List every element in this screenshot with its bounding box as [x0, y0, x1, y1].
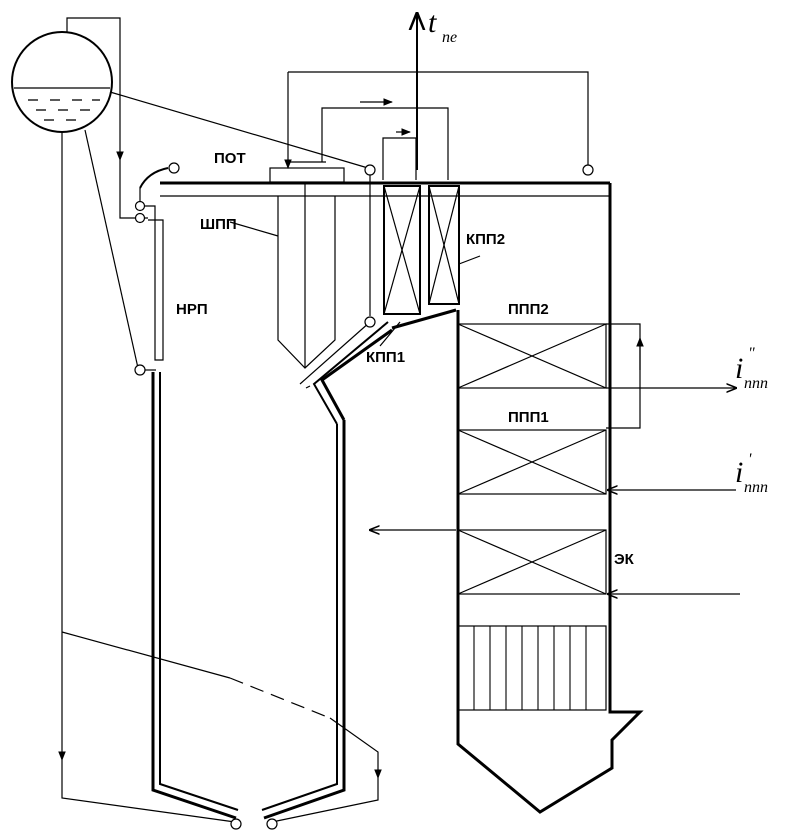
label-shpp: ШПП: [200, 216, 237, 233]
svg-text:': ': [748, 451, 752, 468]
svg-text:t: t: [428, 6, 437, 39]
svg-text:": ": [748, 345, 755, 362]
label-nrp: НРП: [176, 301, 208, 318]
label-kpp2: КПП2: [466, 231, 505, 248]
svg-text:ппп: ппп: [744, 479, 768, 496]
steam-lines: [288, 14, 594, 328]
svg-text:i: i: [735, 456, 743, 489]
svg-text:ппп: ппп: [744, 375, 768, 392]
bottom-headers: [230, 818, 278, 830]
svg-text:пе: пе: [442, 29, 457, 46]
svg-text:i: i: [735, 352, 743, 385]
label-ppp1: ППП1: [508, 409, 549, 426]
convective-shaft: [391, 183, 644, 814]
label-ek: ЭК: [614, 551, 635, 568]
label-pot: ПОТ: [214, 150, 246, 167]
symbol-i-ppp-in: i ' ппп: [735, 451, 768, 496]
furnace: [151, 181, 610, 820]
kpp-bundles: [379, 185, 481, 347]
label-ppp2: ППП2: [508, 301, 549, 318]
symbol-i-ppp-out: i " ппп: [735, 345, 768, 392]
nrp-panel: [134, 162, 180, 376]
shpp-screen: [229, 72, 345, 369]
label-kpp1: КПП1: [366, 349, 405, 366]
drum: [11, 31, 113, 133]
reheat-lines: [370, 323, 740, 594]
drum-piping: [58, 17, 382, 823]
symbol-t-pe: t пе: [428, 6, 457, 46]
